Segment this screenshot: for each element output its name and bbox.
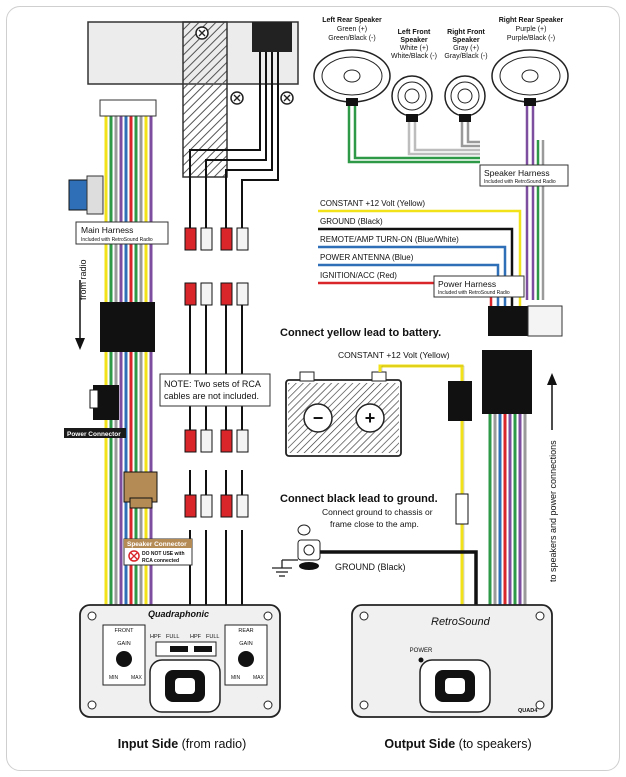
ground-lug	[297, 524, 321, 570]
output-side-caption: Output Side (to speakers)	[384, 737, 531, 751]
input-side-caption: Input Side (from radio)	[118, 737, 247, 751]
inline-fuse-holder	[448, 381, 472, 421]
lead-remote: REMOTE/AMP TURN-ON (Blue/White)	[320, 235, 459, 244]
speaker-right-front	[444, 75, 486, 122]
battery-lead-label: CONSTANT +12 Volt (Yellow)	[338, 350, 450, 360]
rca-note-line-2: cables are not included.	[164, 391, 259, 401]
ground-line-1: Connect ground to chassis or	[322, 507, 433, 517]
inline-fuse	[455, 493, 469, 525]
lead-antenna: POWER ANTENNA (Blue)	[320, 253, 414, 262]
input-amp-rear-max: MAX	[253, 675, 265, 681]
input-amp-full-2: FULL	[206, 634, 219, 640]
main-harness-callout	[75, 221, 169, 245]
right-front-speaker-name-2: Speaker	[452, 37, 480, 44]
input-amp-front-gain: GAIN	[117, 641, 130, 647]
right-front-speaker-pos: Gray (+)	[453, 45, 479, 52]
output-amplifier	[351, 604, 553, 718]
battery-heading: Connect yellow lead to battery.	[280, 327, 441, 339]
speaker-connector-tag	[124, 539, 192, 548]
lead-constant: CONSTANT +12 Volt (Yellow)	[320, 199, 425, 208]
input-amp-hpf-2: HPF	[190, 634, 202, 640]
speaker-connector-title: Speaker Connector	[127, 541, 187, 548]
input-amp-full-1: FULL	[166, 634, 179, 640]
power-harness-callout	[433, 275, 525, 298]
to-speakers-label: to speakers and power connections	[548, 440, 558, 582]
power-harness-title: Power Harness	[438, 279, 496, 289]
battery-minus-icon: −	[313, 408, 324, 428]
speaker-harness-title: Speaker Harness	[484, 168, 550, 178]
power-connector	[89, 385, 119, 420]
speaker-connector	[123, 471, 158, 509]
left-front-speaker-pos: White (+)	[400, 45, 429, 52]
left-rear-speaker-name: Left Rear Speaker	[322, 17, 382, 24]
speaker-wires	[347, 106, 545, 300]
ground-wire	[320, 550, 478, 605]
right-front-speaker-name-1: Right Front	[447, 29, 485, 36]
lead-ignition: IGNITION/ACC (Red)	[320, 271, 397, 280]
rca-plugs-row-1	[184, 227, 249, 251]
ground-line-2: frame close to the amp.	[330, 519, 419, 529]
rca-cables	[184, 282, 249, 605]
input-amp-rear-gain: GAIN	[239, 641, 252, 647]
speaker-left-rear	[313, 49, 391, 106]
input-amp-rear-label: REAR	[238, 628, 253, 634]
diagram-frame	[6, 6, 620, 771]
from-radio-arrow	[75, 280, 85, 350]
power-connector-tag	[64, 428, 126, 438]
input-amp-front-label: FRONT	[115, 628, 135, 634]
speaker-connector-warning-1: DO NOT USE with	[142, 551, 185, 557]
battery	[285, 371, 402, 457]
from-radio-label: from radio	[78, 259, 88, 300]
right-rear-speaker-name: Right Rear Speaker	[499, 17, 564, 24]
left-front-speaker-neg: White/Black (-)	[391, 53, 437, 60]
speaker-left-front	[391, 75, 433, 122]
do-not-use-icon	[128, 550, 140, 562]
power-harness-connector	[488, 305, 563, 337]
battery-plus-icon: +	[365, 408, 376, 428]
output-amp-power-label: POWER	[410, 648, 433, 654]
main-harness-sub: Included with RetroSound Radio	[81, 237, 153, 243]
input-amp-hpf-1: HPF	[150, 634, 162, 640]
ground-heading: Connect black lead to ground.	[280, 493, 438, 505]
right-rear-speaker-neg: Purple/Black (-)	[507, 35, 555, 42]
right-front-speaker-neg: Gray/Black (-)	[444, 53, 487, 60]
rca-note-box	[159, 373, 271, 407]
input-amplifier	[79, 604, 281, 718]
radio-chassis	[87, 21, 299, 178]
main-harness	[68, 99, 157, 610]
left-front-speaker-name-1: Left Front	[398, 29, 431, 36]
lead-ground: GROUND (Black)	[320, 217, 383, 226]
left-rear-speaker-pos: Green (+)	[337, 26, 367, 33]
left-rear-speaker-neg: Green/Black (-)	[328, 35, 375, 42]
input-amp-front-max: MAX	[131, 675, 143, 681]
right-rear-speaker-pos: Purple (+)	[516, 26, 547, 33]
output-harness	[482, 350, 532, 605]
output-amp-model: QUAD4	[518, 708, 538, 714]
output-amp-brand: RetroSound	[431, 616, 491, 628]
input-amp-brand: Quadraphonic	[148, 609, 209, 619]
speaker-harness-callout	[479, 164, 569, 187]
power-connector-label: Power Connector	[67, 431, 121, 438]
speaker-right-rear	[491, 49, 569, 106]
ground-symbol-icon	[272, 559, 298, 577]
to-speakers-arrow	[547, 373, 557, 430]
battery-yellow-lead	[378, 364, 465, 605]
input-amp-rear-min: MIN	[231, 675, 241, 681]
rca-wires-radio	[189, 52, 279, 230]
ground-lead-label: GROUND (Black)	[335, 562, 406, 572]
left-front-speaker-name-2: Speaker	[400, 37, 428, 44]
rca-note-line-1: NOTE: Two sets of RCA	[164, 379, 261, 389]
main-harness-title: Main Harness	[81, 225, 133, 235]
speaker-connector-warning-2: RCA connected	[142, 558, 179, 564]
speaker-harness-sub: Included with RetroSound Radio	[484, 179, 556, 185]
power-harness-sub: Included with RetroSound Radio	[438, 290, 510, 296]
input-amp-front-min: MIN	[109, 675, 119, 681]
